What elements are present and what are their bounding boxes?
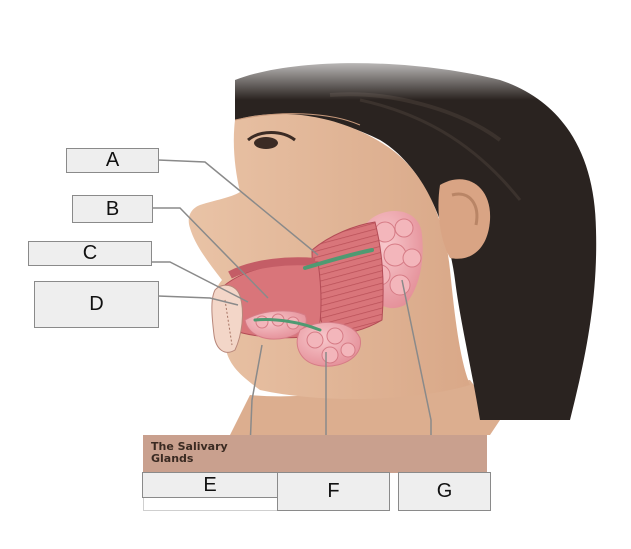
parotid-duct [303,248,374,270]
label-c-text: C [82,242,98,264]
eye [247,131,296,149]
submandibular-duct [253,318,322,332]
leader-line-b [152,207,269,299]
label-box-a[interactable]: A [66,148,159,173]
caption-line-2: Glands [151,452,194,465]
mouth-interior [211,284,243,353]
label-d-text: D [89,293,104,315]
label-box-e[interactable]: E [142,472,278,498]
label-f-text: F [327,480,340,502]
label-box-b[interactable]: B [72,195,153,223]
label-box-g[interactable]: G [398,472,491,511]
caption-strip [143,497,279,511]
leader-line-a [157,159,319,256]
label-box-f[interactable]: F [277,472,390,511]
caption-line-1: The Salivary [151,440,228,453]
neck [230,380,500,435]
label-b-text: B [105,197,120,220]
label-e-text: E [203,473,217,496]
leader-line-c [151,261,249,303]
top-fade [180,45,610,100]
submandibular-gland [296,321,361,367]
label-g-text: G [436,480,453,502]
label-box-d[interactable]: D [34,281,159,328]
caption: The Salivary Glands [151,441,228,465]
label-a-text: A [105,149,120,171]
label-box-c[interactable]: C [28,241,152,266]
leader-line-d [157,295,239,306]
caption-band [143,435,487,473]
ear [438,179,491,259]
